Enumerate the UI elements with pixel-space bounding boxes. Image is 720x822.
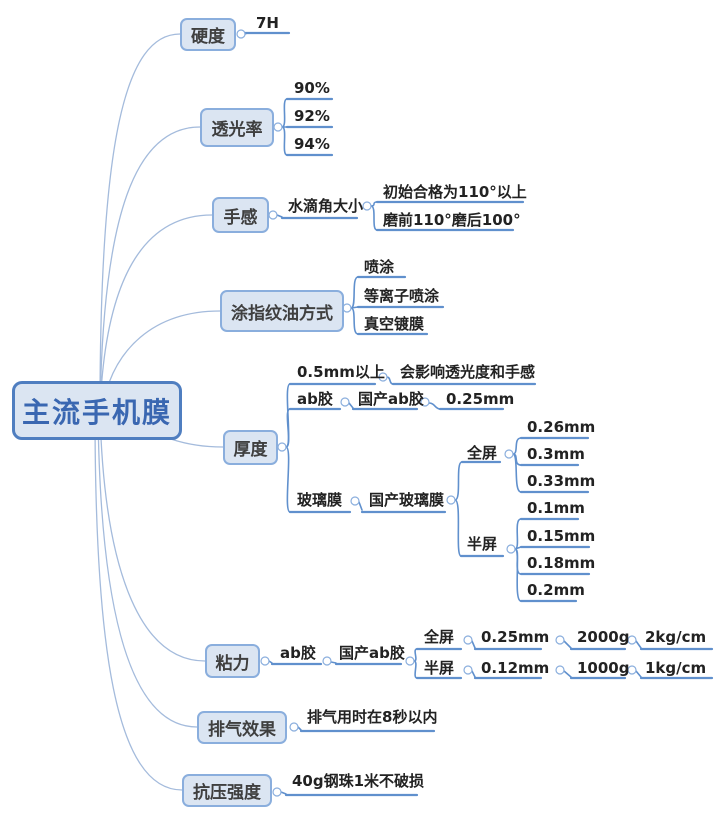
collapse-toggle[interactable] xyxy=(260,656,270,666)
collapse-toggle[interactable] xyxy=(446,495,456,505)
collapse-toggle[interactable] xyxy=(504,449,514,459)
collapse-toggle[interactable] xyxy=(342,303,352,313)
collapse-toggle[interactable] xyxy=(350,496,360,506)
topic-adhesion[interactable]: 粘力 xyxy=(205,644,260,678)
value-hardness-7h[interactable]: 7H xyxy=(256,14,279,32)
node-over-05mm[interactable]: 0.5mm以上 xyxy=(297,363,385,381)
node-adhesion-full-screen[interactable]: 全屏 xyxy=(424,628,455,646)
value-015mm[interactable]: 0.15mm xyxy=(527,527,596,545)
topic-feel[interactable]: 手感 xyxy=(212,197,269,233)
value-adhesion-half-thickness[interactable]: 0.12mm xyxy=(481,659,550,677)
value-transmittance-90[interactable]: 90% xyxy=(294,79,330,97)
node-ab-glue[interactable]: ab胶 xyxy=(297,390,333,408)
value-exhaust-time[interactable]: 排气用时在8秒以内 xyxy=(307,708,438,726)
collapse-toggle[interactable] xyxy=(555,665,565,675)
collapse-toggle[interactable] xyxy=(463,665,473,675)
collapse-toggle[interactable] xyxy=(322,656,332,666)
collapse-toggle[interactable] xyxy=(420,397,430,407)
collapse-toggle[interactable] xyxy=(277,442,287,452)
node-water-drop-angle[interactable]: 水滴角大小 xyxy=(288,197,364,215)
value-vacuum-coating[interactable]: 真空镀膜 xyxy=(364,315,425,333)
node-full-screen[interactable]: 全屏 xyxy=(467,444,498,462)
value-transmittance-92[interactable]: 92% xyxy=(294,107,330,125)
collapse-toggle[interactable] xyxy=(463,635,473,645)
value-033mm[interactable]: 0.33mm xyxy=(527,472,596,490)
node-adhesion-ab-glue[interactable]: ab胶 xyxy=(280,644,316,662)
collapse-toggle[interactable] xyxy=(340,397,350,407)
note-affects-clarity-feel[interactable]: 会影响透光度和手感 xyxy=(400,363,536,381)
node-adhesion-half-screen[interactable]: 半屏 xyxy=(424,659,455,677)
value-wear-angle[interactable]: 磨前110°磨后100° xyxy=(383,211,521,229)
value-018mm[interactable]: 0.18mm xyxy=(527,554,596,572)
node-adhesion-domestic-ab[interactable]: 国产ab胶 xyxy=(339,644,405,662)
value-03mm[interactable]: 0.3mm xyxy=(527,445,585,463)
node-domestic-glass-film[interactable]: 国产玻璃膜 xyxy=(369,491,445,509)
value-adhesion-full-weight[interactable]: 2000g xyxy=(577,628,630,646)
collapse-toggle[interactable] xyxy=(362,201,372,211)
topic-compression[interactable]: 抗压强度 xyxy=(182,774,272,807)
collapse-toggle[interactable] xyxy=(289,722,299,732)
collapse-toggle[interactable] xyxy=(627,635,637,645)
node-domestic-ab-glue[interactable]: 国产ab胶 xyxy=(358,390,424,408)
value-01mm[interactable]: 0.1mm xyxy=(527,499,585,517)
collapse-toggle[interactable] xyxy=(627,665,637,675)
collapse-toggle[interactable] xyxy=(273,122,283,132)
collapse-toggle[interactable] xyxy=(236,29,246,39)
value-adhesion-full-thickness[interactable]: 0.25mm xyxy=(481,628,550,646)
value-adhesion-full-strength[interactable]: 2kg/cm xyxy=(645,628,707,646)
collapse-toggle[interactable] xyxy=(272,787,282,797)
value-transmittance-94[interactable]: 94% xyxy=(294,135,330,153)
topic-transmittance[interactable]: 透光率 xyxy=(200,108,274,147)
branch-underlines xyxy=(243,31,714,797)
topic-coating-method[interactable]: 涂指纹油方式 xyxy=(220,290,344,332)
collapse-toggle[interactable] xyxy=(555,635,565,645)
value-initial-angle[interactable]: 初始合格为110°以上 xyxy=(383,183,527,201)
root-topic[interactable]: 主流手机膜 xyxy=(12,381,182,440)
value-026mm[interactable]: 0.26mm xyxy=(527,418,596,436)
value-adhesion-half-weight[interactable]: 1000g xyxy=(577,659,630,677)
topic-hardness[interactable]: 硬度 xyxy=(180,18,236,51)
value-steel-ball-test[interactable]: 40g钢珠1米不破损 xyxy=(292,772,425,790)
value-ab-thickness[interactable]: 0.25mm xyxy=(446,390,515,408)
collapse-toggle[interactable] xyxy=(378,372,388,382)
value-adhesion-half-strength[interactable]: 1kg/cm xyxy=(645,659,707,677)
node-glass-film[interactable]: 玻璃膜 xyxy=(297,491,343,509)
node-half-screen[interactable]: 半屏 xyxy=(467,535,498,553)
collapse-toggle[interactable] xyxy=(405,656,415,666)
collapse-toggle[interactable] xyxy=(268,210,278,220)
topic-thickness[interactable]: 厚度 xyxy=(223,430,278,465)
topic-exhaust[interactable]: 排气效果 xyxy=(197,711,287,744)
value-plasma-spray[interactable]: 等离子喷涂 xyxy=(364,287,440,305)
collapse-toggle[interactable] xyxy=(506,544,516,554)
value-02mm[interactable]: 0.2mm xyxy=(527,581,585,599)
value-spray[interactable]: 喷涂 xyxy=(364,258,395,276)
